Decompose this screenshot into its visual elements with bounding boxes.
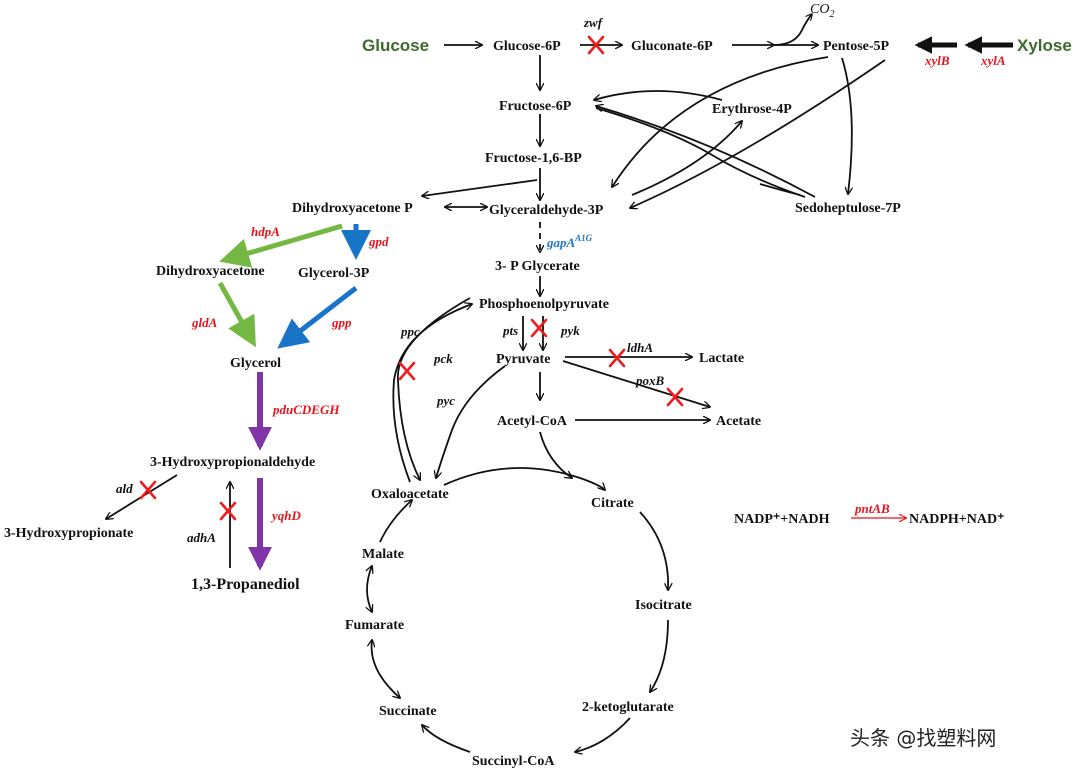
pep-label: Phosphoenolpyruvate xyxy=(479,297,609,312)
gene-pts: pts xyxy=(502,323,518,338)
knockout-zwf-icon xyxy=(587,35,605,55)
co2-label: CO2 xyxy=(810,2,834,20)
cofactor-reaction: NADP⁺+NADH NADPH+NAD⁺ xyxy=(734,512,1004,527)
3p-glycerate-label: 3- P Glycerate xyxy=(495,259,580,274)
malate-label: Malate xyxy=(362,547,404,562)
fumarate-label: Fumarate xyxy=(345,618,404,633)
dhap-label: Dihydroxyacetone P xyxy=(292,201,413,216)
metabolite-labels: Glucose Xylose Glucose-6P Gluconate-6P P… xyxy=(4,2,1072,769)
fructose-16bp-label: Fructose-1,6-BP xyxy=(485,151,582,166)
knockout-ldhA-icon xyxy=(608,348,626,368)
knockout-ald-icon xyxy=(139,480,157,500)
erythrose-4p-label: Erythrose-4P xyxy=(712,102,792,117)
sedoheptulose-7p-label: Sedoheptulose-7P xyxy=(795,201,901,216)
knockout-pyk-icon xyxy=(530,318,548,338)
succinyl-coa-label: Succinyl-CoA xyxy=(472,754,555,769)
pentose-5p-label: Pentose-5P xyxy=(823,39,890,54)
gene-hdpA: hdpA xyxy=(251,224,280,239)
knockout-adhA-icon xyxy=(219,501,237,521)
knockout-ppc-icon xyxy=(398,361,416,381)
acetate-label: Acetate xyxy=(716,414,761,429)
g3p-label: Glyceraldehyde-3P xyxy=(489,203,604,218)
pyruvate-label: Pyruvate xyxy=(496,352,550,367)
gene-gapA: gapAA1G xyxy=(546,233,593,250)
gene-labels: zwf xylB xylA hdpA gpd gldA gpp gapAA1G … xyxy=(116,15,1006,545)
gene-poxB: poxB xyxy=(635,373,665,388)
gene-xylB: xylB xyxy=(924,53,950,68)
glycerol-label: Glycerol xyxy=(230,356,281,371)
gene-pyc: pyc xyxy=(436,393,455,408)
isocitrate-label: Isocitrate xyxy=(635,598,692,613)
succinate-label: Succinate xyxy=(379,704,437,719)
gene-zwf: zwf xyxy=(583,15,604,30)
gene-pck: pck xyxy=(433,351,453,366)
pdo-label: 1,3-Propanediol xyxy=(191,576,300,593)
gluconate-6p-label: Gluconate-6P xyxy=(631,39,713,54)
cofactor-left: NADP⁺+NADH xyxy=(734,512,830,527)
cofactor-right: NADPH+NAD⁺ xyxy=(909,512,1004,527)
lactate-label: Lactate xyxy=(699,351,744,366)
gene-pntAB: pntAB xyxy=(854,501,890,516)
gene-gldA: gldA xyxy=(191,315,218,330)
gene-pduCDEGH: pduCDEGH xyxy=(272,402,340,417)
gene-adhA: adhA xyxy=(187,530,216,545)
gene-gpp: gpp xyxy=(331,315,352,330)
dha-label: Dihydroxyacetone xyxy=(156,264,265,279)
gene-ldhA: ldhA xyxy=(627,340,653,355)
gene-gpd: gpd xyxy=(368,234,389,249)
oxaloacetate-label: Oxaloacetate xyxy=(371,487,449,502)
glucose-label: Glucose xyxy=(362,36,429,55)
glucose-6p-label: Glucose-6P xyxy=(493,39,561,54)
hp-label: 3-Hydroxypropionate xyxy=(4,526,133,541)
watermark: 头条 @找塑料网 xyxy=(850,726,996,750)
gene-xylA: xylA xyxy=(980,53,1006,68)
pathway-arrows xyxy=(106,14,1013,752)
xylose-label: Xylose xyxy=(1017,36,1072,55)
gene-pyk: pyk xyxy=(560,323,580,338)
hpa-label: 3-Hydroxypropionaldehyde xyxy=(150,455,315,470)
glycerol-3p-label: Glycerol-3P xyxy=(298,266,370,281)
gene-ald: ald xyxy=(116,481,133,496)
fructose-6p-label: Fructose-6P xyxy=(499,99,572,114)
gene-yqhD: yqhD xyxy=(270,508,302,523)
knockout-marks xyxy=(139,35,684,521)
knockout-poxB-icon xyxy=(666,387,684,407)
citrate-label: Citrate xyxy=(591,496,634,511)
ketoglutarate-label: 2-ketoglutarate xyxy=(582,700,674,715)
gene-ppc: ppc xyxy=(400,324,420,339)
acetyl-coa-label: Acetyl-CoA xyxy=(497,414,568,429)
